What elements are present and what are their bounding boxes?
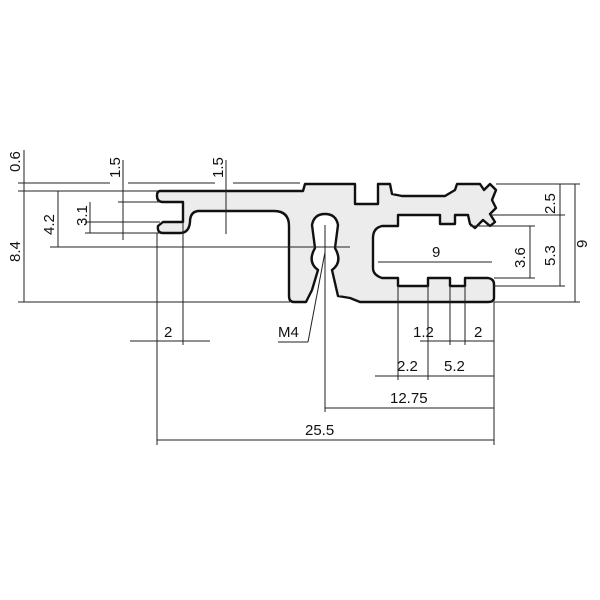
extension-lines <box>18 150 580 445</box>
thread-label: M4 <box>278 324 299 341</box>
dim-label-1-2: 1.2 <box>413 324 434 341</box>
dim-label-2-5: 2.5 <box>542 193 559 214</box>
dim-label-5-2: 5.2 <box>444 358 465 375</box>
dim-label-4-2: 4.2 <box>41 214 58 235</box>
dim-label-2-left: 2 <box>164 324 172 341</box>
dim-label-9-slot: 9 <box>432 244 440 261</box>
dim-label-12-75: 12.75 <box>390 390 428 407</box>
dim-label-8-4: 8.4 <box>7 241 24 262</box>
dim-label-1-5-arm: 1.5 <box>210 157 227 178</box>
dim-label-5-3: 5.3 <box>542 245 559 266</box>
dim-label-3-1: 3.1 <box>74 205 91 226</box>
dim-label-2-right: 2 <box>474 324 482 341</box>
dim-label-2-2: 2.2 <box>397 358 418 375</box>
dim-label-25-5: 25.5 <box>305 422 334 439</box>
dim-label-3-6: 3.6 <box>512 247 529 268</box>
dim-label-0-6: 0.6 <box>7 151 24 172</box>
aluminum-profile <box>155 182 498 304</box>
dim-label-9-total: 9 <box>574 240 591 248</box>
dim-label-1-5-lip: 1.5 <box>107 157 124 178</box>
